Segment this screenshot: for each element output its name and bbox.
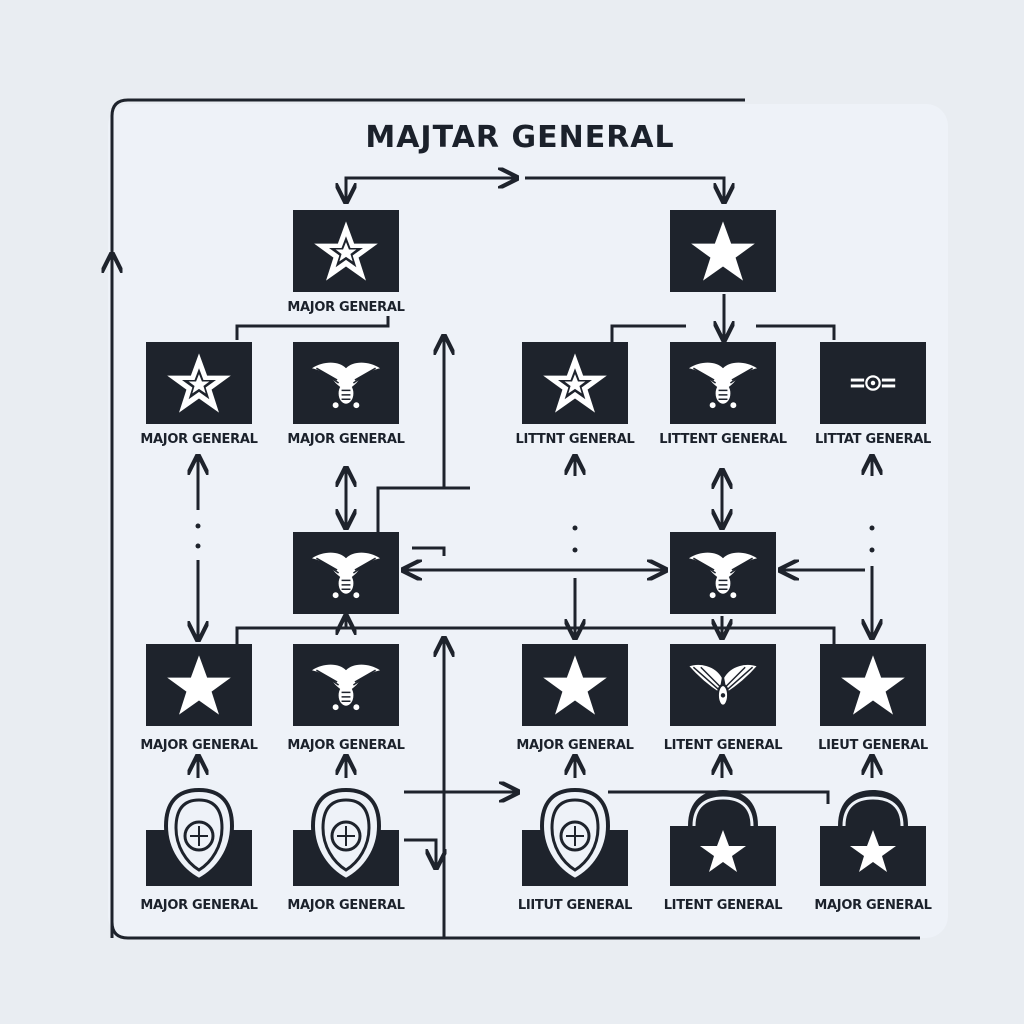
rank-node-r2-c2 (293, 342, 399, 424)
star-icon (836, 648, 910, 722)
rank-label: MAJOR GENERAL (287, 432, 405, 447)
rank-label: MAJOR GENERAL (287, 898, 405, 913)
r2-right-branch-left (610, 324, 686, 342)
rank-node-r4-c3 (522, 644, 628, 726)
rank-label: LITENT GENERAL (663, 738, 783, 753)
star-emblem-icon (538, 346, 612, 420)
rank-label: MAJOR GENERAL (287, 738, 405, 753)
diagram-panel (108, 104, 948, 938)
shield-badge-icon (293, 786, 399, 886)
shield-badge-icon (146, 786, 252, 886)
rank-node-top-left (293, 210, 399, 292)
rank-node-r5-c1 (146, 786, 252, 886)
rank-label: LITTNT GENERAL (515, 432, 635, 447)
rank-node-r5-c5 (820, 786, 926, 886)
rank-label: MAJOR GENERAL (140, 898, 258, 913)
rank-node-r4-c2 (293, 644, 399, 726)
rank-label: MAJOR GENERAL (140, 432, 258, 447)
mid-left-out-line (376, 486, 470, 534)
rank-node-r5-c2 (293, 786, 399, 886)
eagle-icon (309, 536, 383, 610)
star-emblem-icon (309, 214, 383, 288)
r4-top-bus (235, 626, 836, 646)
rank-node-top-right (670, 210, 776, 292)
star-badge-icon (820, 786, 926, 886)
rank-label: LITTENT GENERAL (659, 432, 787, 447)
mid-left-tick (412, 546, 446, 556)
star-icon (162, 648, 236, 722)
eagle-icon (309, 346, 383, 420)
star-badge-icon (670, 786, 776, 886)
rank-node-r2-c4 (670, 342, 776, 424)
rank-node-r4-c5 (820, 644, 926, 726)
rank-label: MAJOR GENERAL (287, 300, 405, 315)
rank-node-r4-c1 (146, 644, 252, 726)
title-to-left-arrow (346, 176, 515, 200)
rank-label: MAJOR GENERAL (814, 898, 932, 913)
shield-badge-icon (522, 786, 628, 886)
eagle-icon (686, 346, 760, 420)
eagle-icon (309, 648, 383, 722)
r5-small-down-arrow (404, 838, 436, 866)
rank-node-r4-c4 (670, 644, 776, 726)
rank-node-mid-left (293, 532, 399, 614)
rank-label: LIEUT GENERAL (818, 738, 928, 753)
rank-node-mid-right (670, 532, 776, 614)
chart-title: MAJTAR GENERAL (365, 120, 675, 155)
star-emblem-icon (162, 346, 236, 420)
insignia-bar-icon (836, 346, 910, 420)
rank-label: LITENT GENERAL (663, 898, 783, 913)
wings-icon (686, 648, 760, 722)
rank-node-r2-c1 (146, 342, 252, 424)
rank-label: LITTAT GENERAL (814, 432, 932, 447)
r5-right-bus (608, 790, 830, 804)
rank-node-r2-c3 (522, 342, 628, 424)
r2-right-branch-right (756, 324, 836, 340)
rank-node-r5-c4 (670, 786, 776, 886)
title-to-right-arrow (525, 176, 724, 200)
eagle-icon (686, 536, 760, 610)
rank-node-r5-c3 (522, 786, 628, 886)
star-icon (686, 214, 760, 288)
rank-label: MAJOR GENERAL (516, 738, 634, 753)
rank-label: MAJOR GENERAL (140, 738, 258, 753)
r2-left-branch (235, 316, 390, 340)
rank-node-r2-c5 (820, 342, 926, 424)
rank-label: LIITUT GENERAL (517, 898, 633, 913)
star-icon (538, 648, 612, 722)
